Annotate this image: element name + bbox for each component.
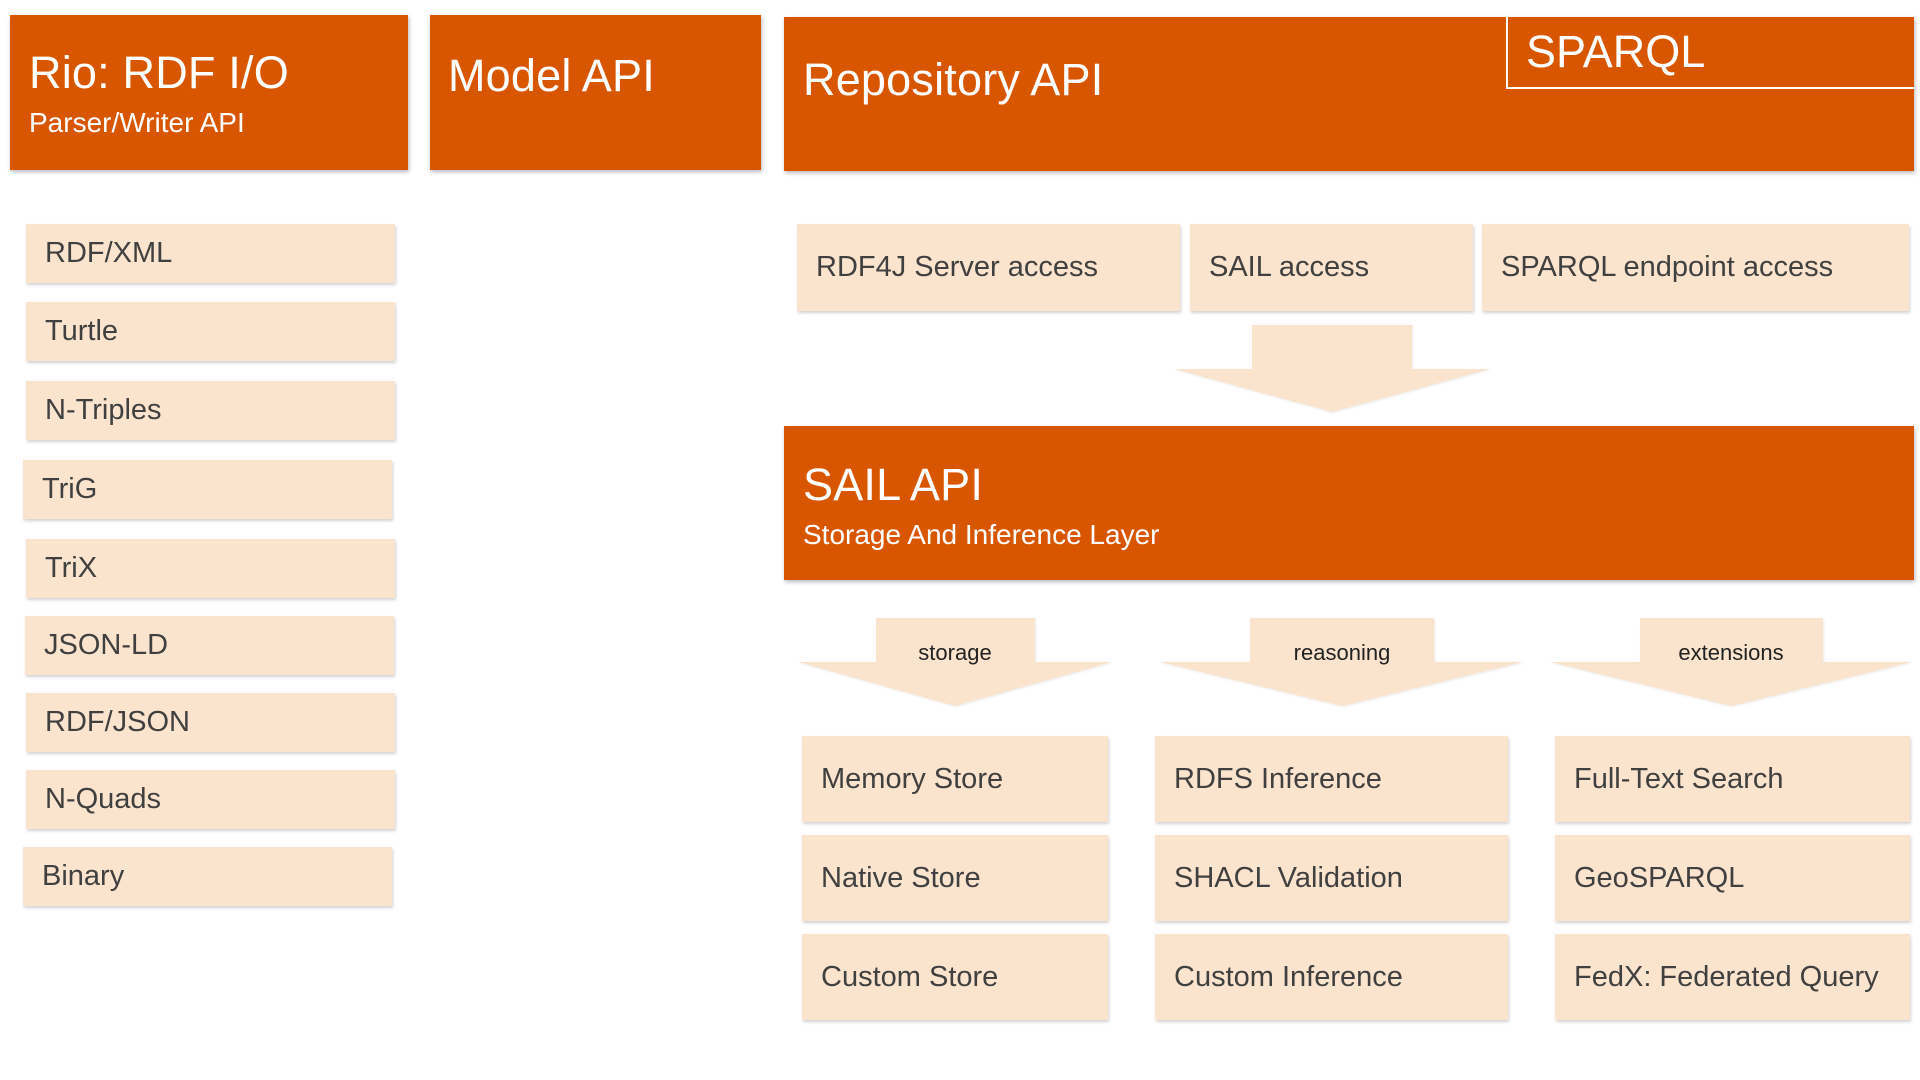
access-label: SAIL access bbox=[1209, 251, 1370, 283]
sail-access: SAIL access bbox=[1190, 224, 1473, 311]
reasoning-arrow bbox=[1160, 618, 1523, 706]
rio-format-label: Turtle bbox=[45, 315, 119, 347]
sail-api-header: SAIL API Storage And Inference Layer bbox=[784, 426, 1914, 580]
rio-subtitle: Parser/Writer API bbox=[29, 107, 245, 138]
sail-item-label: Custom Store bbox=[821, 960, 999, 993]
list-item: TriG bbox=[23, 460, 392, 519]
rio-format-label: Binary bbox=[42, 860, 125, 892]
storage-arrow-label: storage bbox=[918, 640, 991, 665]
rio-format-label: N-Quads bbox=[45, 783, 162, 815]
sail-item-label: GeoSPARQL bbox=[1574, 861, 1745, 894]
rio-format-label: RDF/JSON bbox=[45, 706, 190, 738]
sail-item-label: Custom Inference bbox=[1174, 960, 1403, 993]
sail-item-label: SHACL Validation bbox=[1174, 861, 1403, 894]
sparql-tab-label: SPARQL bbox=[1526, 26, 1706, 77]
extensions-arrow-label: extensions bbox=[1678, 640, 1783, 665]
list-item: JSON-LD bbox=[25, 616, 394, 675]
rio-format-label: TriX bbox=[45, 552, 98, 584]
sparql-endpoint-access: SPARQL endpoint access bbox=[1482, 224, 1909, 311]
repository-to-sail-arrow bbox=[1174, 325, 1490, 412]
repository-api-title: Repository API bbox=[803, 54, 1104, 105]
sail-item-label: RDFS Inference bbox=[1174, 762, 1382, 795]
sparql-tab: SPARQL bbox=[1506, 17, 1914, 89]
shacl-validation: SHACL Validation bbox=[1155, 835, 1508, 921]
list-item: Binary bbox=[23, 847, 392, 906]
list-item: N-Quads bbox=[26, 770, 395, 829]
sail-item-label: Memory Store bbox=[821, 762, 1004, 795]
rdf4j-server-access: RDF4J Server access bbox=[797, 224, 1180, 311]
rio-title: Rio: RDF I/O bbox=[29, 47, 289, 98]
sail-api-title: SAIL API bbox=[803, 459, 984, 510]
list-item: N-Triples bbox=[26, 381, 395, 440]
sail-item-label: Native Store bbox=[821, 861, 981, 894]
memory-store: Memory Store bbox=[802, 736, 1108, 822]
sail-item-label: FedX: Federated Query bbox=[1574, 960, 1879, 993]
model-api-header: Model API bbox=[430, 15, 761, 170]
custom-inference: Custom Inference bbox=[1155, 934, 1508, 1020]
rdfs-inference: RDFS Inference bbox=[1155, 736, 1508, 822]
list-item: RDF/JSON bbox=[26, 693, 395, 752]
geosparql: GeoSPARQL bbox=[1555, 835, 1910, 921]
list-item: TriX bbox=[26, 539, 395, 598]
list-item: RDF/XML bbox=[26, 224, 395, 283]
rio-format-label: RDF/XML bbox=[45, 237, 173, 269]
rio-header: Rio: RDF I/O Parser/Writer API bbox=[10, 15, 408, 170]
list-item: Turtle bbox=[26, 302, 395, 361]
storage-arrow bbox=[798, 618, 1112, 706]
full-text-search: Full-Text Search bbox=[1555, 736, 1910, 822]
reasoning-arrow-label: reasoning bbox=[1294, 640, 1391, 665]
rio-format-label: JSON-LD bbox=[44, 629, 169, 661]
native-store: Native Store bbox=[802, 835, 1108, 921]
model-api-title: Model API bbox=[448, 50, 655, 101]
sail-item-label: Full-Text Search bbox=[1574, 762, 1784, 795]
rio-format-label: TriG bbox=[42, 473, 98, 505]
extensions-arrow bbox=[1550, 618, 1912, 706]
access-label: SPARQL endpoint access bbox=[1501, 251, 1834, 283]
repository-api-header: Repository API SPARQL bbox=[784, 17, 1914, 171]
access-label: RDF4J Server access bbox=[816, 251, 1099, 283]
fedx-federated-query: FedX: Federated Query bbox=[1555, 934, 1910, 1020]
rio-format-label: N-Triples bbox=[45, 394, 162, 426]
custom-store: Custom Store bbox=[802, 934, 1108, 1020]
sail-api-subtitle: Storage And Inference Layer bbox=[803, 519, 1160, 550]
